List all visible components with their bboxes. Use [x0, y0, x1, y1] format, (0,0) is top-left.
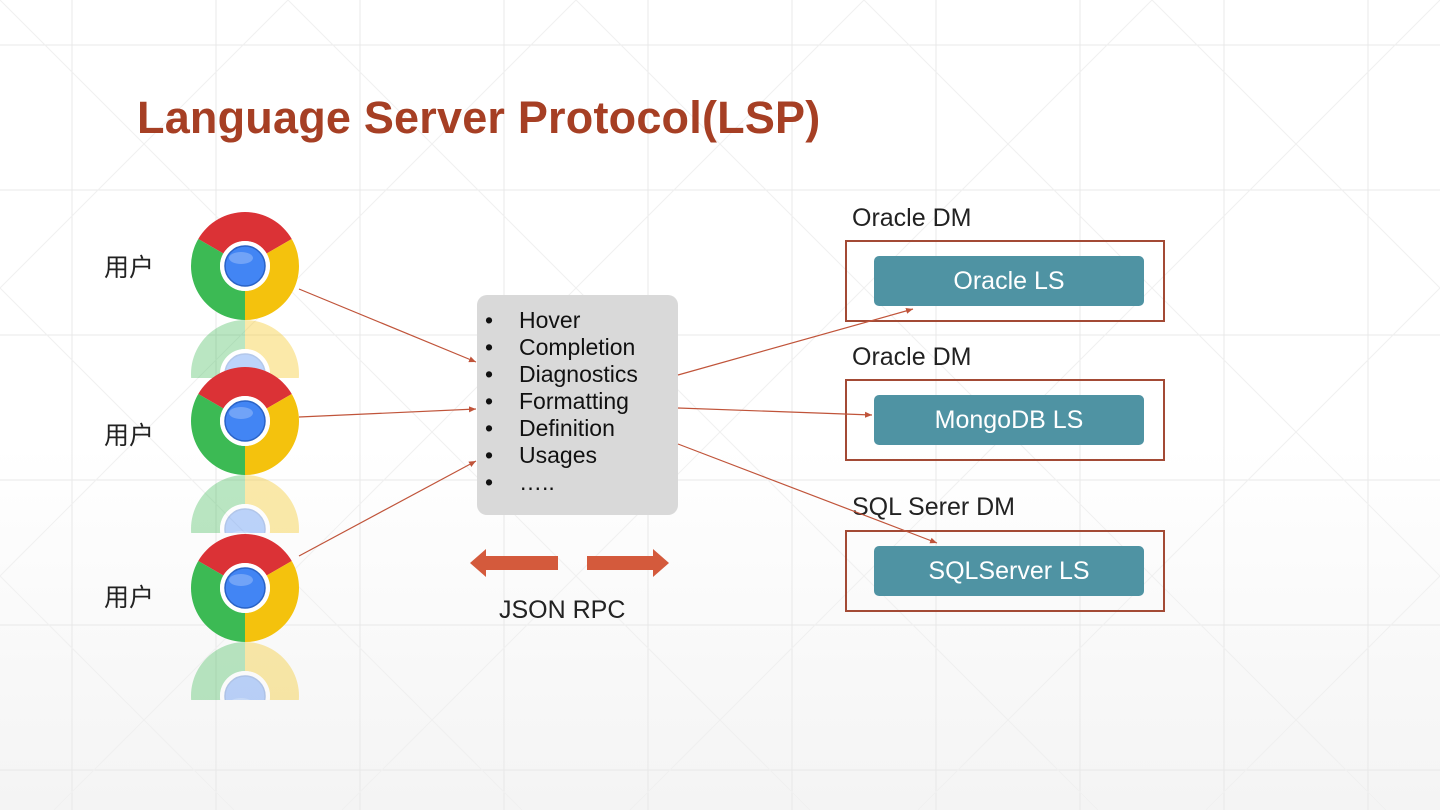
feature-label: Usages — [519, 442, 597, 468]
feature-label: Definition — [519, 415, 615, 441]
browser-reflection — [190, 640, 300, 700]
feature-item: • Diagnostics — [485, 361, 678, 388]
browser-1 — [190, 210, 300, 378]
browser-3 — [190, 532, 300, 700]
feature-item: • Completion — [485, 334, 678, 361]
dm-label-3: SQL Serer DM — [852, 493, 1016, 521]
chrome-browser-icon — [191, 212, 299, 320]
browser-2 — [190, 365, 300, 533]
dm-frame-2 — [845, 379, 1165, 461]
feature-item: • ….. — [485, 469, 678, 496]
dm-frame-1 — [845, 240, 1165, 322]
bullet: • — [485, 442, 494, 468]
feature-label: Diagnostics — [519, 361, 638, 387]
bullet: • — [485, 334, 494, 360]
dm-label-1: Oracle DM — [852, 204, 972, 232]
language-server-box-1: Oracle LS — [874, 256, 1144, 306]
user-label-3: 用户 — [104, 583, 155, 612]
feature-item: • Definition — [485, 415, 678, 442]
chrome-browser-icon — [191, 367, 299, 475]
browser-reflection — [190, 473, 300, 533]
language-server-box-3: SQLServer LS — [874, 546, 1144, 596]
json-rpc-label: JSON RPC — [499, 596, 626, 624]
dm-label-2: Oracle DM — [852, 343, 972, 371]
feature-label: ….. — [519, 469, 555, 495]
language-server-box-2: MongoDB LS — [874, 395, 1144, 445]
feature-item: • Usages — [485, 442, 678, 469]
bullet: • — [485, 415, 494, 441]
feature-label: Formatting — [519, 388, 629, 414]
feature-item: • Formatting — [485, 388, 678, 415]
bullet: • — [485, 307, 494, 333]
lsp-features-box: • Hover • Completion • Diagnostics • Formatt… — [477, 295, 678, 515]
feature-label: Completion — [519, 334, 636, 360]
bullet: • — [485, 469, 494, 495]
bullet: • — [485, 361, 494, 387]
user-label-2: 用户 — [104, 421, 155, 450]
bullet: • — [485, 388, 494, 414]
chrome-browser-icon — [191, 534, 299, 642]
slide-title: Language Server Protocol(LSP) — [137, 92, 821, 143]
dm-frame-3 — [845, 530, 1165, 612]
feature-list: • Hover • Completion • Diagnostics • Formatt… — [485, 307, 678, 496]
feature-item: • Hover — [485, 307, 678, 334]
feature-label: Hover — [519, 307, 581, 333]
user-label-1: 用户 — [104, 253, 155, 282]
